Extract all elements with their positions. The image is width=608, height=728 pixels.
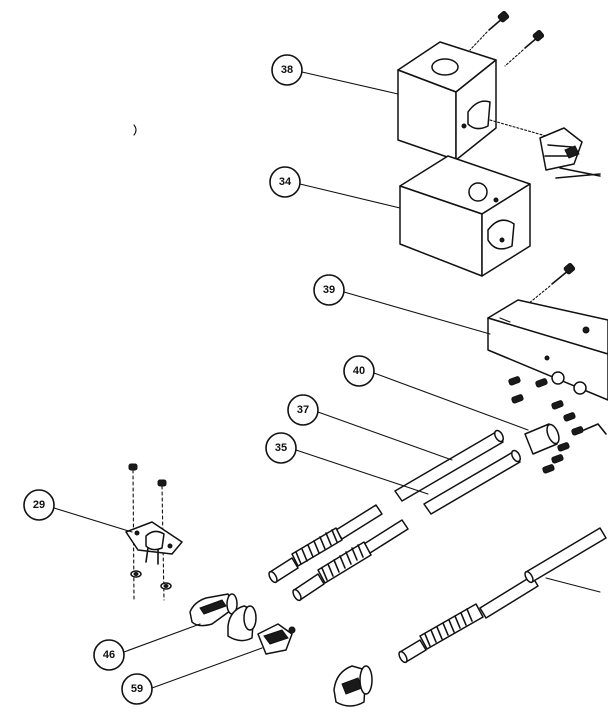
top-screws [469, 11, 545, 67]
callout-29: 29 [23, 489, 55, 521]
part-38-upper-bracket [397, 41, 497, 161]
svg-text:59: 59 [131, 683, 143, 695]
svg-text:39: 39 [323, 284, 335, 296]
svg-text:34: 34 [279, 176, 292, 188]
callout-46: 46 [93, 639, 125, 671]
knob-3 [333, 665, 373, 707]
stray-mark [133, 124, 137, 136]
callout-37: 37 [287, 394, 319, 426]
callout-40: 40 [343, 355, 375, 387]
callout-59: 59 [121, 673, 153, 705]
valve-stem-1 [268, 504, 383, 584]
callout-38: 38 [271, 54, 303, 86]
callout-39: 39 [313, 274, 345, 306]
leader-lines [53, 71, 601, 689]
right-rod [524, 527, 607, 584]
part-39-manifold-bracket [487, 299, 608, 401]
valve-stem-2 [292, 519, 409, 602]
part-40-fitting [524, 423, 560, 455]
svg-text:37: 37 [297, 404, 309, 416]
svg-text:46: 46 [103, 649, 115, 661]
part-59-clip [257, 623, 296, 655]
part-29-bracket [125, 463, 183, 601]
part-37-rod [394, 429, 505, 502]
part-34-lower-bracket [399, 155, 531, 277]
part-35-rod [423, 449, 522, 515]
svg-text:38: 38 [281, 64, 293, 76]
valve-stem-3 [398, 575, 539, 664]
manifold-screws [508, 376, 607, 474]
screw-39 [527, 263, 576, 305]
svg-text:29: 29 [33, 499, 45, 511]
svg-text:40: 40 [353, 365, 365, 377]
svg-text:35: 35 [275, 442, 287, 454]
wire-harness [489, 119, 601, 179]
callout-34: 34 [269, 166, 301, 198]
callout-35: 35 [265, 432, 297, 464]
knob-2 [227, 605, 257, 642]
